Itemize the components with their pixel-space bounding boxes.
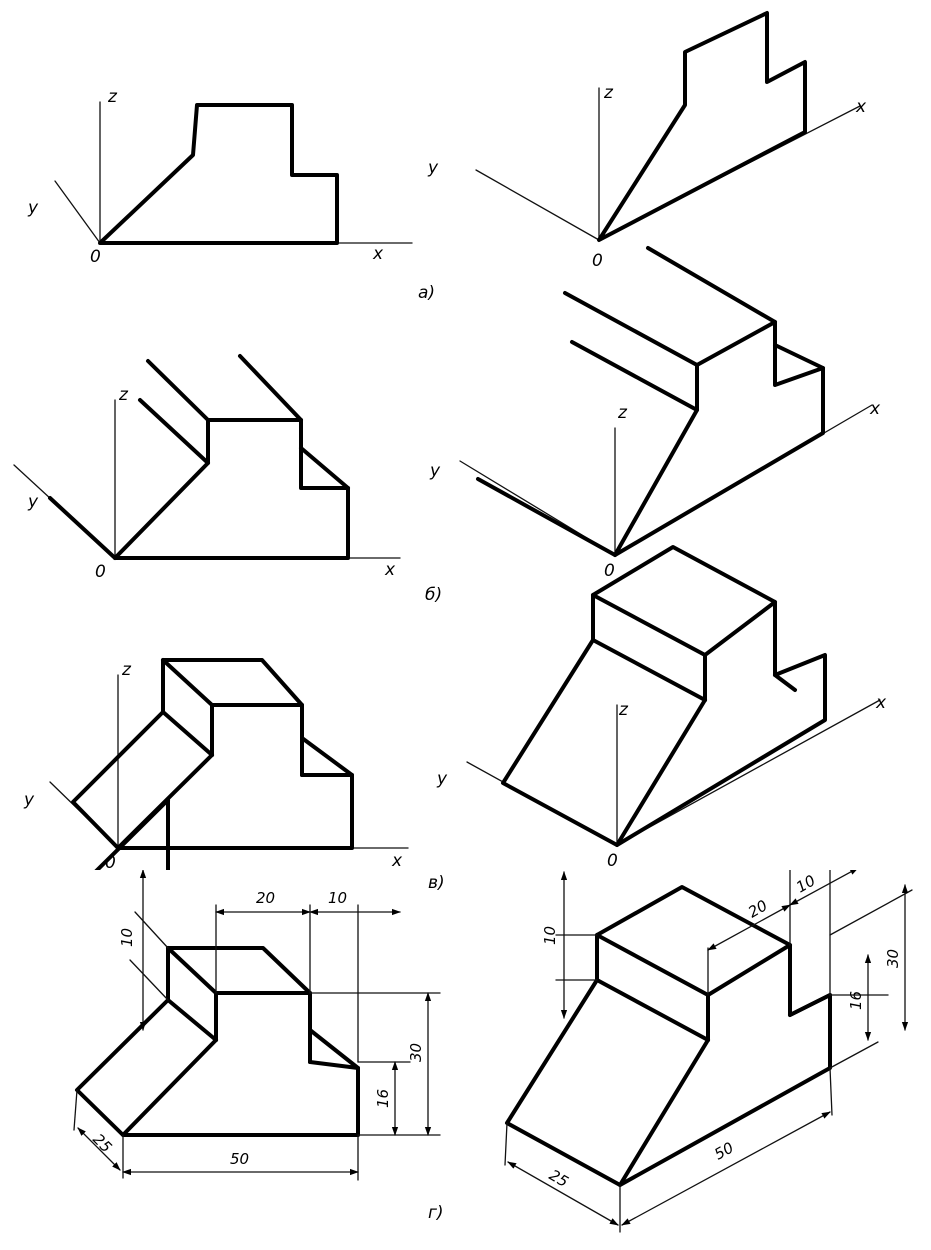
- dim-10-right-top: 10: [793, 871, 819, 896]
- step-c-left-view: z y x 0: [23, 658, 409, 873]
- axis-z-label: z: [118, 385, 129, 405]
- axis-y-label: y: [27, 198, 39, 218]
- step-label-d: г): [428, 1203, 444, 1223]
- dim-16: 16: [374, 1089, 392, 1108]
- origin-label: 0: [95, 562, 106, 582]
- dim-25-right: 25: [546, 1166, 572, 1191]
- axis-y-label: y: [23, 790, 35, 810]
- axis-z-label: z: [617, 403, 628, 423]
- step-label-b: б): [425, 585, 442, 605]
- dim-10-left: 10: [118, 928, 136, 947]
- dim-30-right: 30: [884, 949, 902, 968]
- axis-x-label: x: [875, 693, 887, 713]
- dim-10-top: 10: [328, 889, 347, 907]
- dim-30-left: 30: [407, 1043, 425, 1062]
- step-d-right-dimensions: 10 20 10 16 30 25 50: [505, 868, 912, 1232]
- dim-50-right: 50: [711, 1138, 736, 1163]
- step-b-left-view: z y x 0: [13, 354, 401, 582]
- axis-z-label: z: [107, 87, 118, 107]
- dim-10-right-v: 10: [541, 926, 559, 945]
- axis-x-label: x: [869, 399, 881, 419]
- step-label-c: в): [428, 873, 445, 893]
- axis-x-label: x: [855, 97, 867, 117]
- axis-x-label: x: [391, 851, 403, 871]
- dim-50-left: 50: [230, 1150, 249, 1168]
- dim-25-left: 25: [89, 1130, 115, 1156]
- origin-label: 0: [604, 561, 615, 581]
- step-d-left-figure: [77, 948, 358, 1135]
- axis-z-label: z: [603, 83, 614, 103]
- step-b-right-view: z y x 0: [429, 246, 881, 581]
- step-a-left-view: z y x 0: [27, 87, 413, 267]
- axis-z-label: z: [618, 700, 629, 720]
- axis-y-label: y: [429, 461, 441, 481]
- origin-label: 0: [105, 853, 116, 873]
- origin-label: 0: [607, 851, 618, 871]
- origin-label: 0: [90, 247, 101, 267]
- origin-label: 0: [592, 251, 603, 271]
- dim-16-right: 16: [847, 991, 865, 1010]
- step-label-a: а): [418, 283, 435, 303]
- axis-x-label: x: [384, 560, 396, 580]
- axis-z-label: z: [121, 660, 132, 680]
- axis-x-label: x: [372, 244, 384, 264]
- step-a-right-view: z y x 0: [427, 11, 867, 271]
- axis-y-label: y: [427, 158, 439, 178]
- axis-y-label: y: [436, 769, 448, 789]
- dim-20-top: 20: [256, 889, 275, 907]
- step-c-right-view: z y x 0: [436, 545, 887, 871]
- axis-y-label: y: [27, 492, 39, 512]
